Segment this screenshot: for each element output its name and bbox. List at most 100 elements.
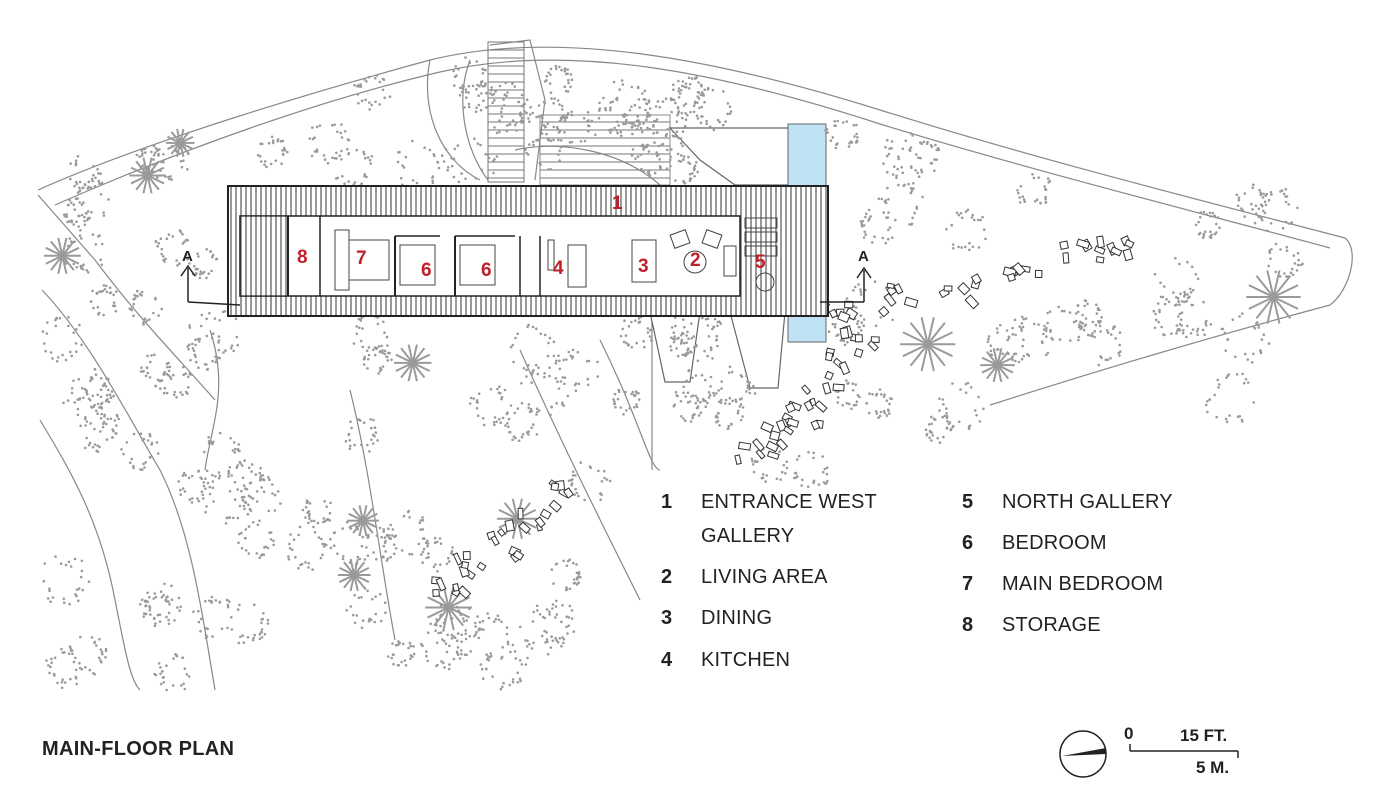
- tree-canopy: [715, 365, 757, 406]
- stone: [760, 421, 775, 434]
- scale-feet: 15 FT.: [1180, 726, 1228, 745]
- tree-canopy: [154, 229, 189, 267]
- tree-canopy: [76, 388, 120, 433]
- room-number: 8: [297, 247, 308, 268]
- section-marker-east: A: [820, 248, 872, 303]
- tree-canopy: [347, 505, 379, 537]
- room-number: 6: [421, 260, 432, 281]
- stone: [782, 425, 795, 436]
- stone: [824, 370, 834, 381]
- stone: [504, 519, 515, 533]
- tree-canopy: [43, 237, 81, 274]
- stone: [1075, 238, 1091, 250]
- tree-canopy: [877, 182, 924, 226]
- stone: [810, 419, 821, 431]
- svg-text:A: A: [858, 248, 869, 265]
- tree-canopy: [845, 280, 894, 329]
- tree-canopy: [458, 82, 496, 113]
- tree-canopy: [630, 141, 672, 177]
- tree-canopy: [535, 97, 567, 129]
- rock-path: [431, 235, 1135, 600]
- tree-canopy: [452, 56, 487, 97]
- stone: [539, 508, 552, 520]
- tree-canopy: [597, 96, 649, 138]
- tree-canopy: [287, 525, 326, 571]
- tree-canopy: [498, 94, 528, 127]
- tree-canopy: [1246, 270, 1301, 324]
- stone: [893, 283, 904, 295]
- scale-bar: 0 15 FT. 5 M.: [1058, 724, 1258, 784]
- stone: [462, 550, 471, 561]
- tree-canopy: [226, 603, 270, 645]
- tree-canopy: [648, 98, 688, 138]
- trees: [41, 56, 1304, 692]
- tree-canopy: [89, 284, 118, 317]
- house-outline: [227, 185, 829, 317]
- tree-canopy: [308, 123, 351, 165]
- stone: [809, 397, 817, 407]
- tree-canopy: [1072, 299, 1103, 332]
- tree-canopy: [1153, 256, 1200, 304]
- stone: [853, 347, 864, 358]
- tree-canopy: [1016, 173, 1052, 205]
- pool: [787, 123, 827, 189]
- stone: [837, 310, 851, 324]
- tree-canopy: [1042, 304, 1088, 342]
- tree-canopy: [531, 599, 576, 644]
- tree-canopy: [429, 604, 469, 643]
- tree-canopy: [42, 555, 91, 606]
- room-number: 6: [481, 260, 492, 281]
- stone: [432, 588, 440, 597]
- tree-canopy: [669, 154, 699, 185]
- stone: [824, 351, 834, 362]
- stone: [751, 438, 765, 452]
- stone: [755, 448, 766, 460]
- tree-canopy: [153, 653, 191, 692]
- room-number: 7: [356, 248, 367, 269]
- tree-canopy: [1250, 188, 1299, 233]
- tree-canopy: [41, 315, 83, 363]
- stone: [734, 454, 742, 465]
- stone: [1034, 269, 1043, 279]
- tree-canopy: [120, 432, 160, 472]
- tree-canopy: [80, 376, 115, 410]
- tree-canopy: [365, 526, 398, 562]
- tree-canopy: [333, 147, 374, 187]
- tree-canopy: [143, 592, 171, 620]
- tree-canopy: [420, 536, 454, 573]
- stone: [512, 549, 525, 561]
- stone: [838, 361, 851, 376]
- tree-canopy: [677, 75, 710, 107]
- stone: [562, 487, 574, 499]
- tree-canopy: [692, 88, 733, 132]
- stone: [1059, 240, 1069, 250]
- tree-canopy: [938, 381, 985, 431]
- stone: [1062, 252, 1070, 264]
- north-arrow-icon: [1059, 730, 1239, 778]
- tree-canopy: [619, 315, 653, 349]
- tree-canopy: [674, 368, 716, 409]
- stone: [452, 552, 463, 566]
- tree-canopy: [900, 317, 956, 372]
- stone: [1096, 235, 1105, 249]
- section-marker-west: A: [180, 248, 241, 306]
- tree-canopy: [227, 459, 266, 507]
- tree-canopy: [84, 412, 118, 454]
- tree-canopy: [1006, 315, 1052, 358]
- stone: [1122, 248, 1134, 262]
- tree-canopy: [479, 643, 529, 691]
- stone: [970, 273, 982, 285]
- tree-canopy: [986, 323, 1025, 364]
- stone: [883, 292, 897, 307]
- stone: [490, 535, 500, 547]
- tree-canopy: [664, 82, 704, 120]
- tree-canopy: [435, 605, 485, 657]
- tree-canopy: [824, 119, 859, 150]
- tree-canopy: [669, 330, 698, 358]
- stone: [943, 285, 953, 292]
- room-number: 4: [553, 258, 564, 279]
- tree-canopy: [301, 499, 332, 525]
- tree-canopy: [468, 612, 512, 661]
- tree-canopy: [714, 398, 745, 431]
